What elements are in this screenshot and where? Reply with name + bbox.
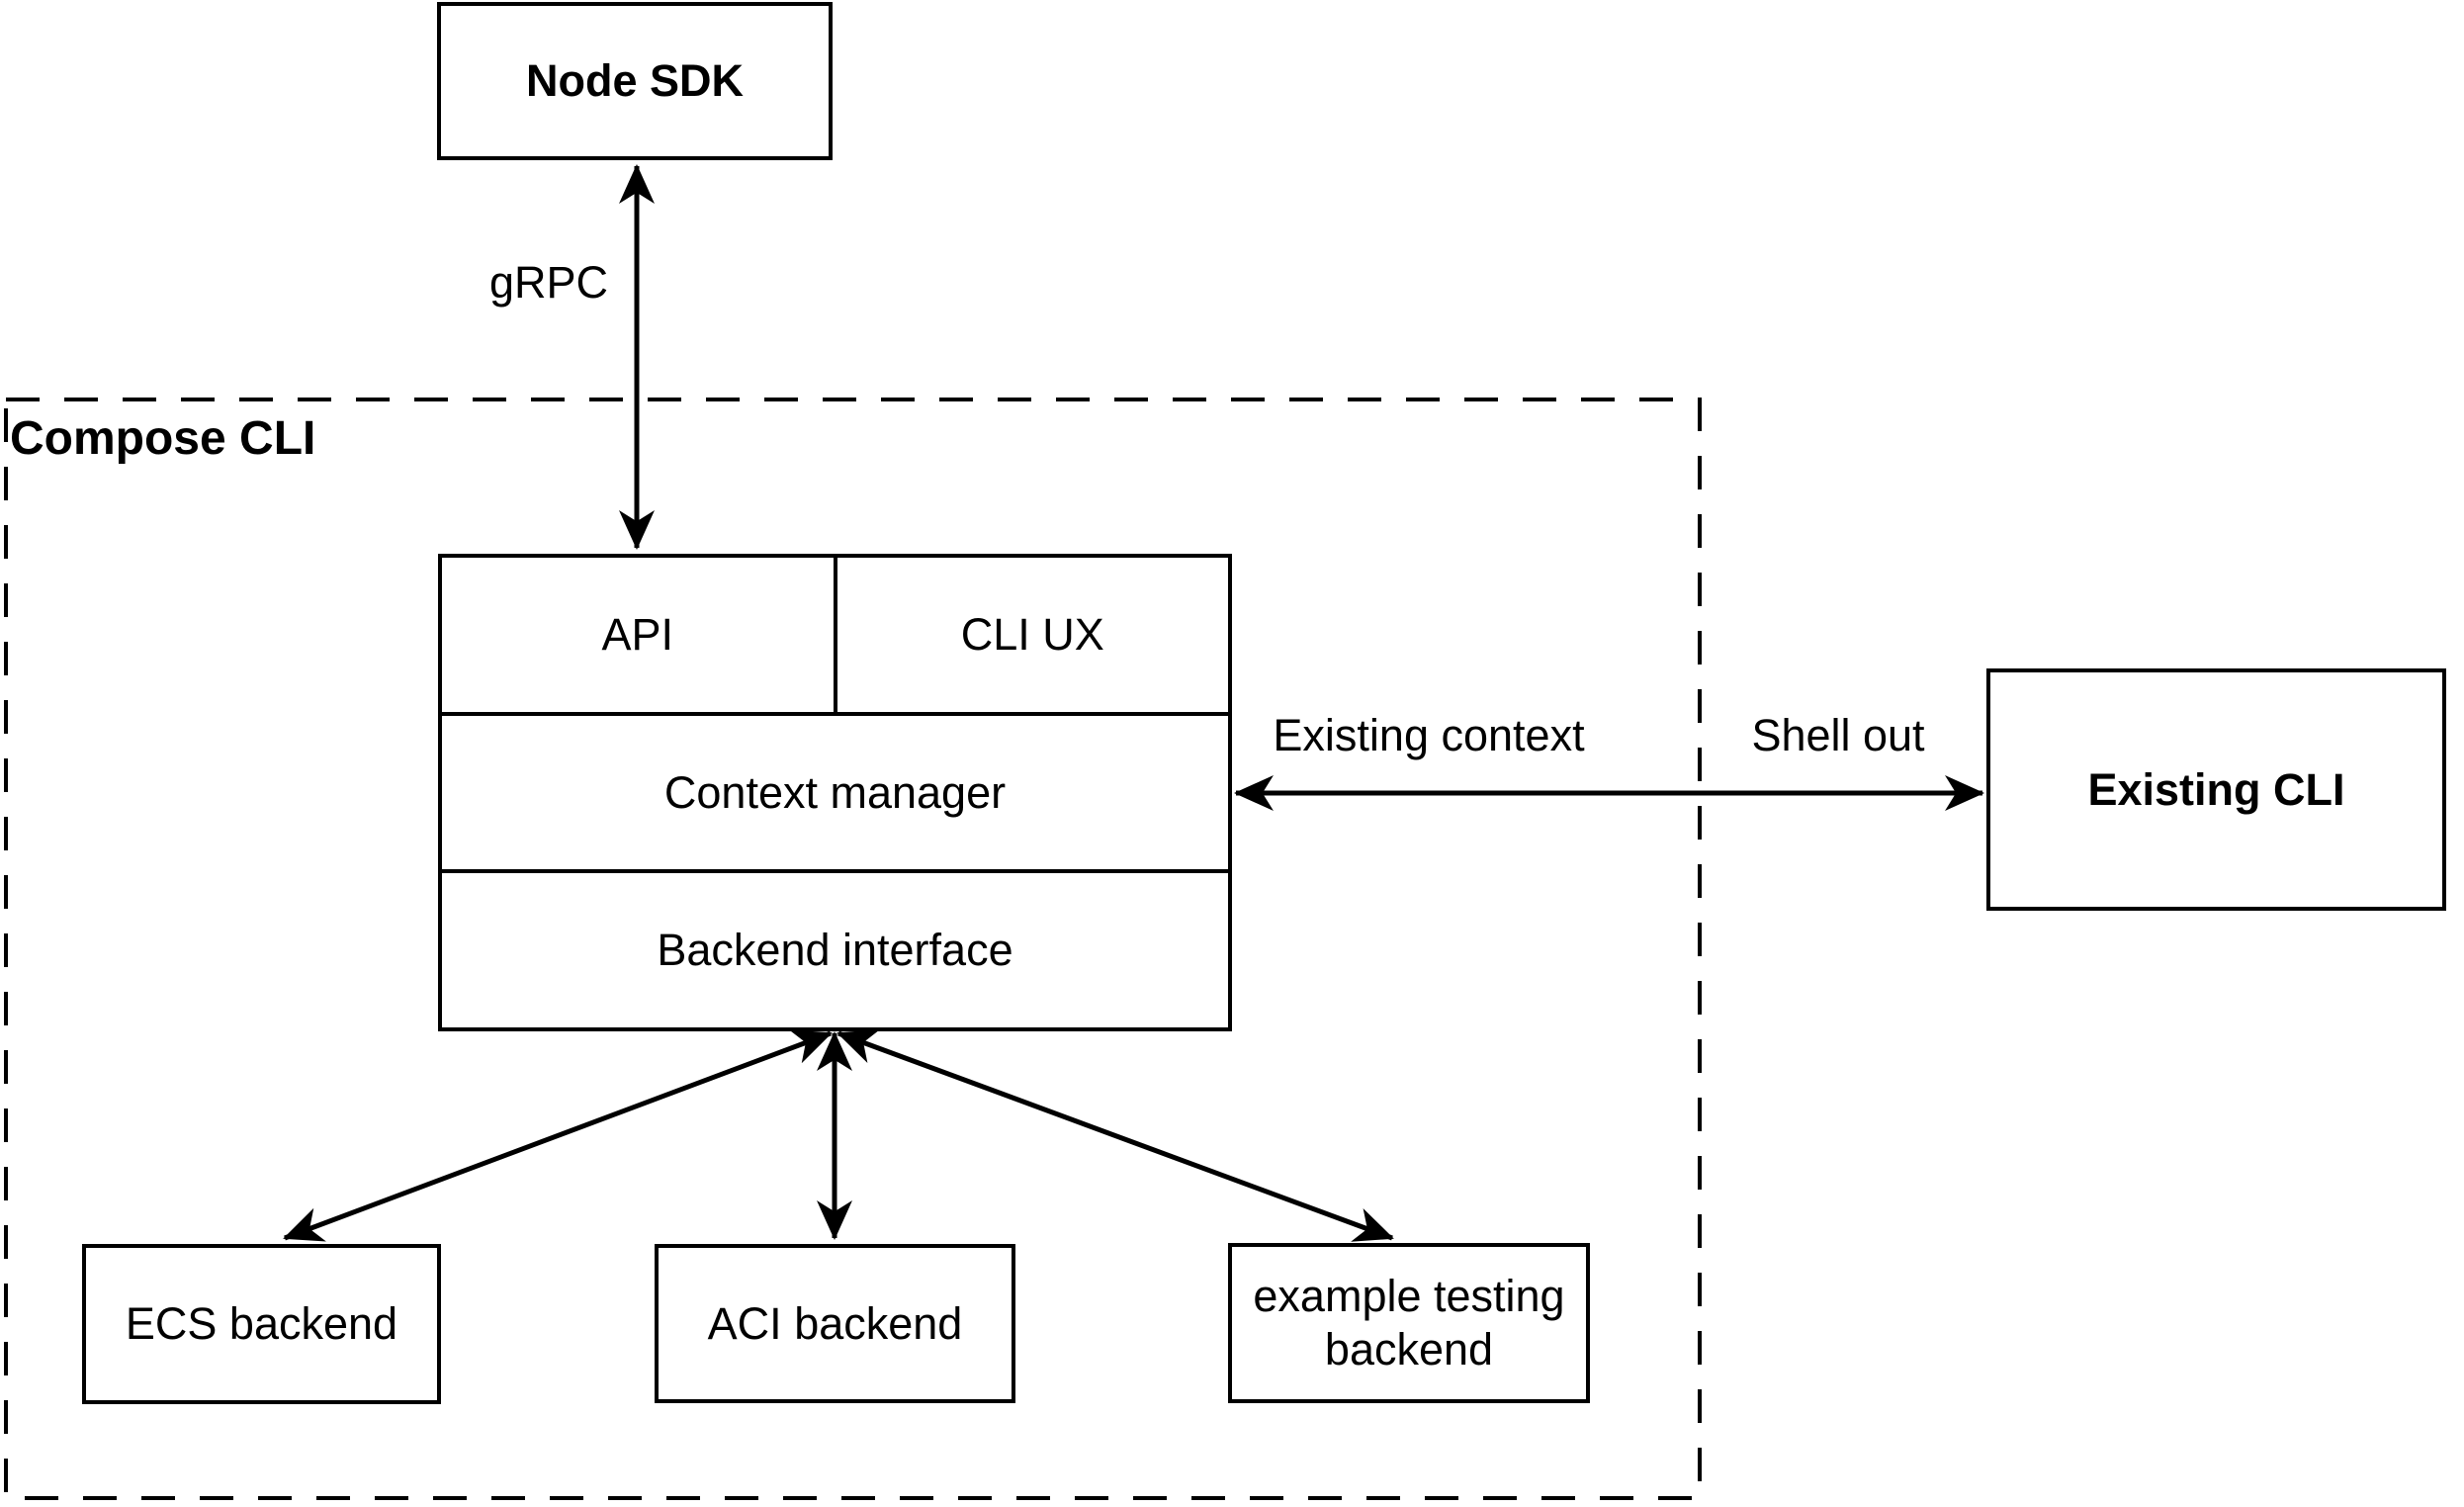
aci-backend-label: ACI backend — [707, 1297, 963, 1349]
ecs-backend-box: ECS backend — [82, 1244, 441, 1404]
shell-out-edge-label: Shell out — [1751, 710, 1925, 760]
compose-cli-container-label: Compose CLI — [10, 412, 316, 465]
example-testing-backend-box: example testing backend — [1228, 1243, 1590, 1403]
api-box: API — [442, 558, 837, 712]
stack-row-bottom: Backend interface — [442, 869, 1228, 1027]
existing-cli-label: Existing CLI — [2087, 763, 2345, 815]
compose-cli-stack: API CLI UX Context manager Backend inter… — [438, 554, 1232, 1031]
existing-context-edge-label: Existing context — [1273, 710, 1585, 760]
cli-ux-label: CLI UX — [960, 608, 1104, 660]
backend-interface-label: Backend interface — [657, 925, 1013, 976]
example-testing-backend-label: example testing backend — [1253, 1271, 1565, 1374]
context-manager-box: Context manager — [442, 716, 1228, 870]
node-sdk-label: Node SDK — [525, 55, 744, 106]
grpc-edge-label: gRPC — [488, 257, 609, 308]
node-sdk-box: Node SDK — [437, 2, 833, 160]
context-manager-label: Context manager — [663, 766, 1007, 818]
stack-row-top: API CLI UX — [442, 558, 1228, 712]
cli-ux-box: CLI UX — [837, 558, 1229, 712]
example-testing-backend-arrow — [836, 1029, 1394, 1242]
stack-row-middle: Context manager — [442, 711, 1228, 870]
ecs-backend-label: ECS backend — [125, 1298, 398, 1349]
aci-backend-box: ACI backend — [655, 1244, 1015, 1403]
backend-interface-box: Backend interface — [442, 873, 1228, 1027]
existing-cli-box: Existing CLI — [1986, 668, 2446, 911]
ecs-backend-arrow — [283, 1029, 833, 1242]
api-label: API — [601, 608, 674, 660]
